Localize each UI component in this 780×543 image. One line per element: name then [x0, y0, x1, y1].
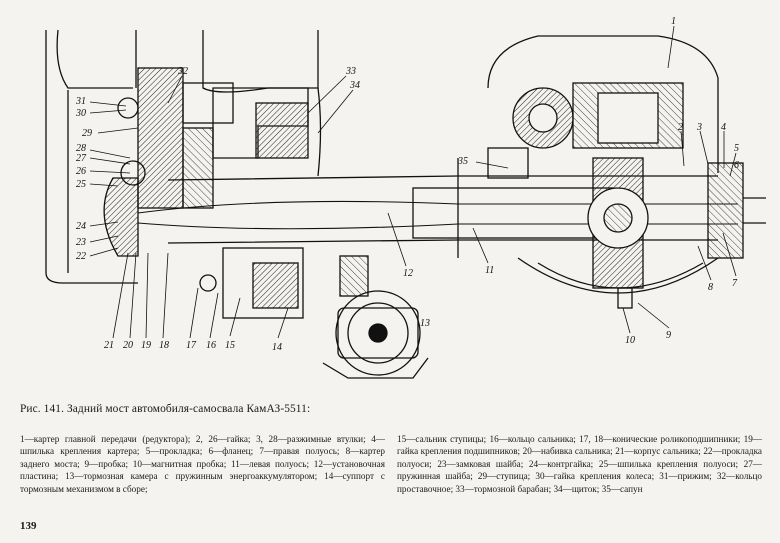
- figure-caption-title: Рис. 141. Задний мост автомобиля-самосва…: [20, 403, 311, 415]
- callout-11: 11: [485, 265, 494, 276]
- callout-27: 27: [76, 153, 87, 164]
- callout-12: 12: [403, 268, 413, 279]
- wheel-hub: [117, 67, 309, 209]
- callout-25: 25: [76, 179, 86, 190]
- axle-housing: [137, 158, 738, 258]
- callout-8: 8: [708, 282, 713, 293]
- callout-3: 3: [696, 122, 702, 133]
- callout-2: 2: [678, 122, 683, 133]
- callout-29: 29: [82, 128, 92, 139]
- callout-28: 28: [76, 143, 86, 154]
- callout-14: 14: [272, 342, 282, 353]
- callout-21: 21: [104, 340, 114, 351]
- callout-18: 18: [159, 340, 169, 351]
- callout-10: 10: [625, 335, 635, 346]
- callout-24: 24: [76, 221, 86, 232]
- callout-22: 22: [76, 251, 86, 262]
- callout-1: 1: [671, 16, 676, 27]
- final-drive-housing: [487, 35, 719, 309]
- callout-19: 19: [141, 340, 151, 351]
- callout-30: 30: [75, 108, 86, 119]
- callout-35: 35: [457, 156, 468, 167]
- page-number: 139: [20, 520, 37, 532]
- callout-4: 4: [721, 122, 726, 133]
- rear-axle-svg: 1 2 3 4 5 6 7 8 9 10 11 12 13 14 15 16 1…: [45, 16, 766, 379]
- callout-31: 31: [75, 96, 86, 107]
- callout-34: 34: [349, 80, 360, 91]
- caption-column-right: 15—сальник ступицы; 16—кольцо сальника; …: [397, 434, 762, 494]
- tyre-outer: [45, 29, 138, 284]
- callout-13: 13: [420, 318, 430, 329]
- callout-16: 16: [206, 340, 216, 351]
- callout-15: 15: [225, 340, 235, 351]
- callout-5: 5: [734, 143, 739, 154]
- brake-support: [199, 247, 304, 319]
- callout-23: 23: [76, 237, 86, 248]
- callout-20: 20: [123, 340, 133, 351]
- callout-7: 7: [732, 278, 738, 289]
- callout-32: 32: [177, 66, 188, 77]
- figure-caption-legend: 1—картер главной передачи (редуктора); 2…: [20, 433, 762, 495]
- callout-6: 6: [734, 160, 739, 171]
- brake-chamber: [322, 255, 429, 379]
- rear-axle-drawing: 1 2 3 4 5 6 7 8 9 10 11 12 13 14 15 16 1…: [18, 8, 768, 400]
- callout-17: 17: [186, 340, 197, 351]
- callout-33: 33: [345, 66, 356, 77]
- callout-26: 26: [76, 166, 86, 177]
- callout-9: 9: [666, 330, 671, 341]
- caption-column-left: 1—картер главной передачи (редуктора); 2…: [20, 434, 385, 494]
